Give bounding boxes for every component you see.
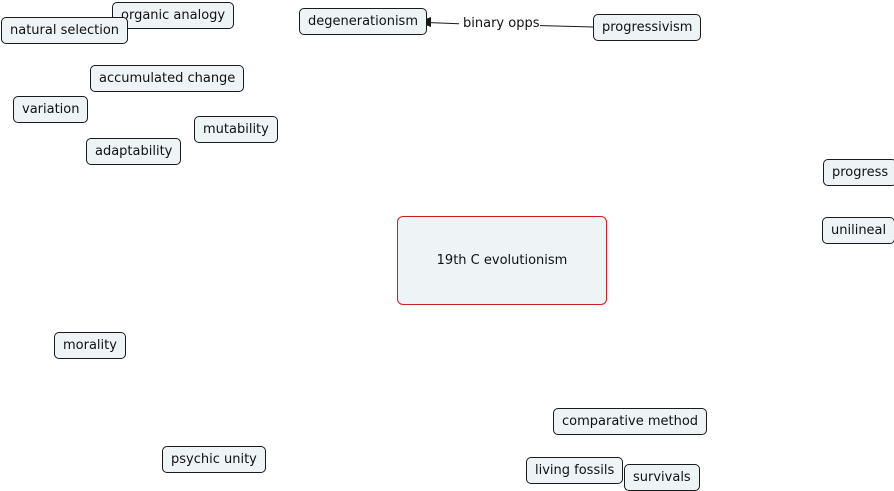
node-degenerationism[interactable]: degenerationism	[299, 8, 427, 35]
link-progressivism-to-label	[536, 25, 594, 28]
node-survivals[interactable]: survivals	[624, 464, 700, 491]
node-accumulated-change[interactable]: accumulated change	[90, 65, 245, 92]
node-variation[interactable]: variation	[13, 96, 89, 123]
node-adaptability[interactable]: adaptability	[86, 138, 182, 165]
node-organic-analogy[interactable]: organic analogy	[112, 2, 235, 29]
link-label-to-degenerationism	[429, 22, 460, 25]
node-psychic-unity[interactable]: psychic unity	[162, 446, 266, 473]
node-living-fossils[interactable]: living fossils	[526, 457, 624, 484]
node-progressivism[interactable]: progressivism	[593, 14, 702, 41]
node-unilineal[interactable]: unilineal	[822, 217, 894, 244]
node-morality[interactable]: morality	[54, 332, 126, 359]
node-mutability[interactable]: mutability	[194, 116, 278, 143]
node-comparative-method[interactable]: comparative method	[553, 408, 708, 435]
node-progress[interactable]: progress	[823, 159, 894, 186]
central-concept-label: 19th C evolutionism	[436, 253, 568, 268]
node-natural-selection[interactable]: natural selection	[1, 17, 129, 44]
link-label-binary-opps: binary opps	[462, 16, 541, 32]
central-concept-node[interactable]: 19th C evolutionism	[397, 216, 607, 305]
